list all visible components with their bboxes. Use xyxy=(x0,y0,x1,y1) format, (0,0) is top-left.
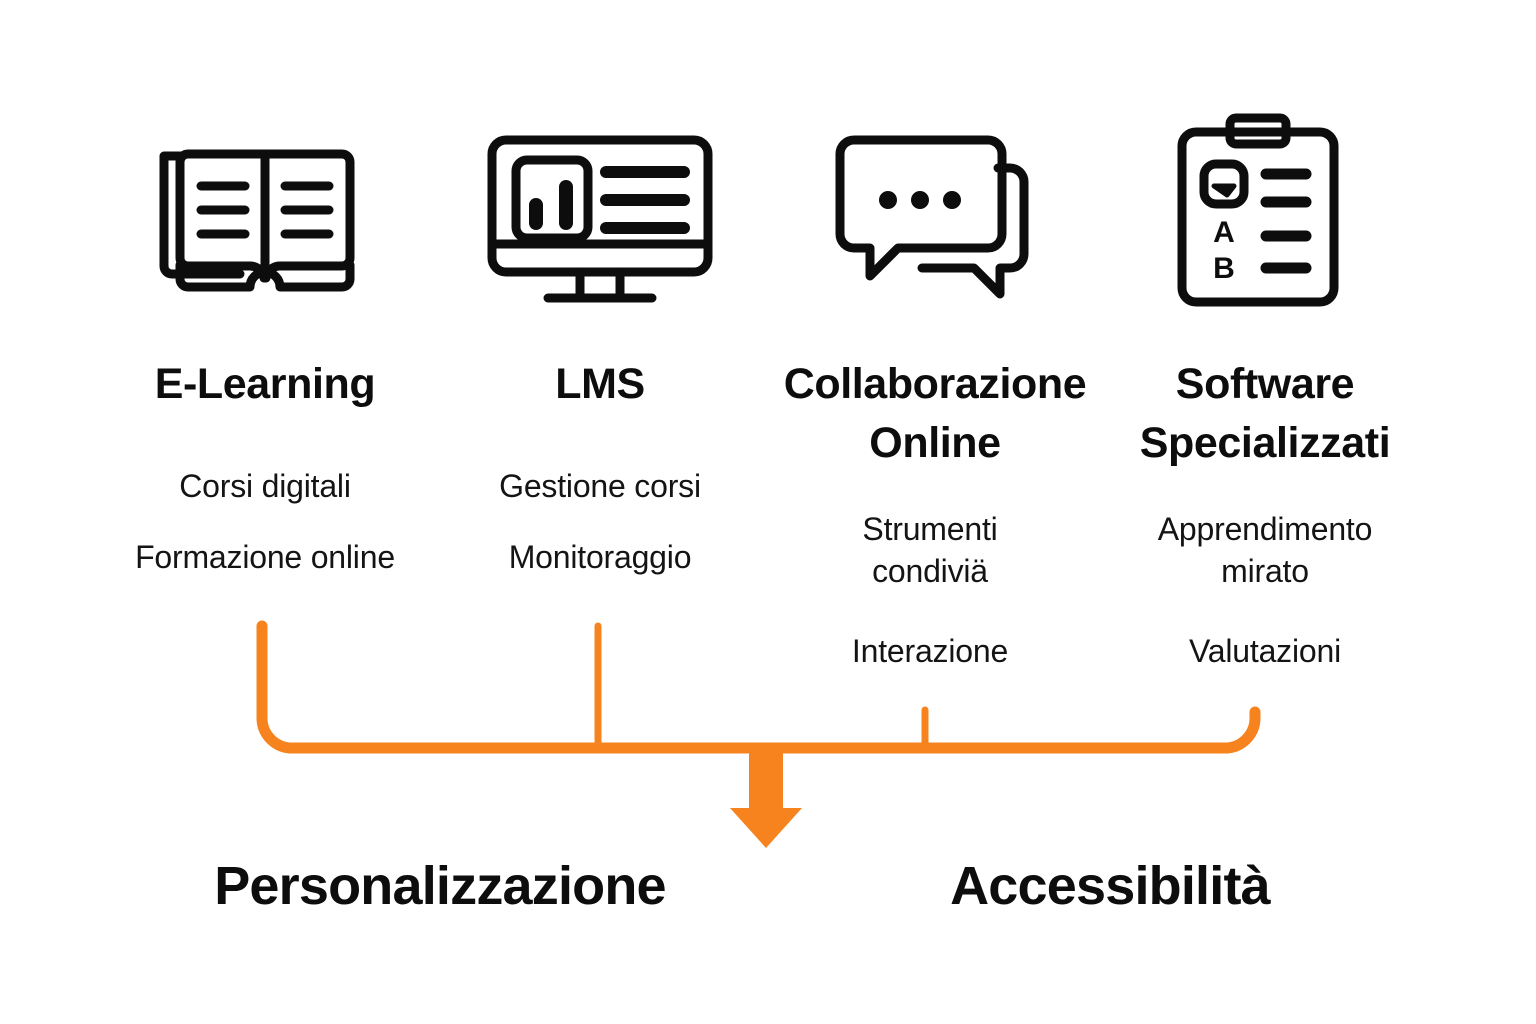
desktop-monitor-dashboard-icon xyxy=(482,128,718,314)
column-item-gestione-corsi: Gestione corsi xyxy=(499,468,701,504)
column-title-e-learning: E-Learning xyxy=(154,360,376,408)
svg-text:B: B xyxy=(1213,252,1235,285)
column-item-corsi-digitali: Corsi digitali xyxy=(179,468,351,504)
column-title-lms: LMS xyxy=(555,360,645,408)
column-item-valutazioni: Valutazioni xyxy=(1189,633,1341,669)
outcome-label-personalizzazione: Personalizzazione xyxy=(214,856,666,916)
grouping-bracket-connector xyxy=(256,620,1261,848)
column-item-formazione-online: Formazione online xyxy=(135,539,395,575)
column-item-apprendimento-mirato: Apprendimento mirato xyxy=(1157,511,1373,590)
outcome-label-accessibilita: Accessibilità xyxy=(950,856,1271,916)
column-item-monitoraggio: Monitoraggio xyxy=(508,539,692,575)
svg-text:A: A xyxy=(1213,216,1235,249)
column-title-collaborazione-online: Collaborazione Online xyxy=(783,360,1087,468)
clipboard-checklist-icon: A B xyxy=(1168,112,1348,308)
column-title-software-specializzati: Software Specializzati xyxy=(1139,360,1391,468)
chat-bubbles-icon xyxy=(832,128,1048,314)
column-item-strumenti-condivisi: Strumenti condiviä xyxy=(862,511,998,590)
column-item-interazione: Interazione xyxy=(851,633,1009,669)
open-book-icon xyxy=(150,125,380,295)
